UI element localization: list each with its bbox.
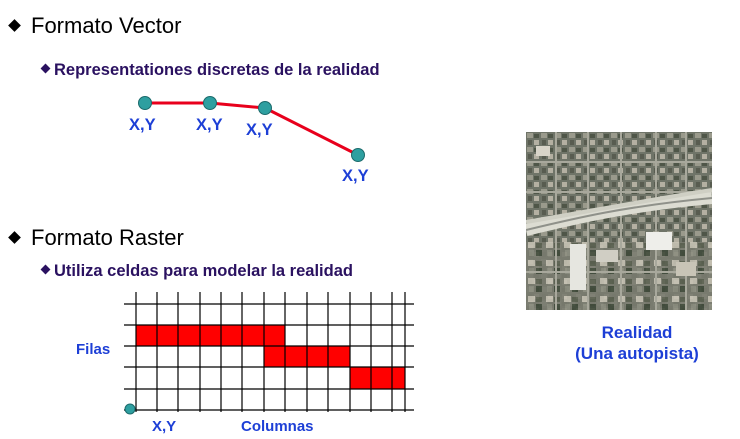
vector-point-label: X,Y (342, 167, 369, 185)
vector-subheading: Representationes discretas de la realida… (40, 61, 380, 80)
reality-caption: Realidad (Una autopista) (552, 322, 722, 364)
aerial-photo-image (526, 132, 712, 310)
raster-grid-lines (124, 292, 414, 412)
vector-point (351, 148, 365, 162)
raster-heading: Formato Raster (8, 225, 184, 251)
raster-subheading: Utiliza celdas para modelar la realidad (40, 262, 353, 281)
reality-caption-line1: Realidad (601, 323, 673, 342)
vector-point-label: X,Y (129, 116, 156, 134)
origin-label: X,Y (152, 418, 177, 435)
vector-point (203, 96, 217, 110)
raster-grid-diagram (124, 292, 414, 415)
raster-origin-point (124, 403, 136, 415)
vector-point-label: X,Y (196, 116, 223, 134)
aerial-photo (526, 132, 712, 310)
vector-line (145, 101, 359, 157)
vector-subheading-text: Representationes discretas de la realida… (54, 61, 380, 79)
raster-cell-row3 (350, 367, 405, 389)
rows-label: Filas (76, 341, 111, 358)
columns-label: Columnas (241, 418, 314, 435)
vector-point-label: X,Y (246, 121, 273, 139)
vector-heading-text: Formato Vector (31, 13, 182, 38)
reality-caption-line2: (Una autopista) (575, 344, 699, 363)
raster-subheading-text: Utiliza celdas para modelar la realidad (54, 262, 353, 280)
raster-heading-text: Formato Raster (31, 225, 184, 250)
vector-heading: Formato Vector (8, 13, 182, 39)
raster-cell-row1 (136, 325, 285, 346)
vector-point (258, 101, 272, 115)
vector-point (138, 96, 152, 110)
vector-polyline-diagram (138, 96, 365, 162)
